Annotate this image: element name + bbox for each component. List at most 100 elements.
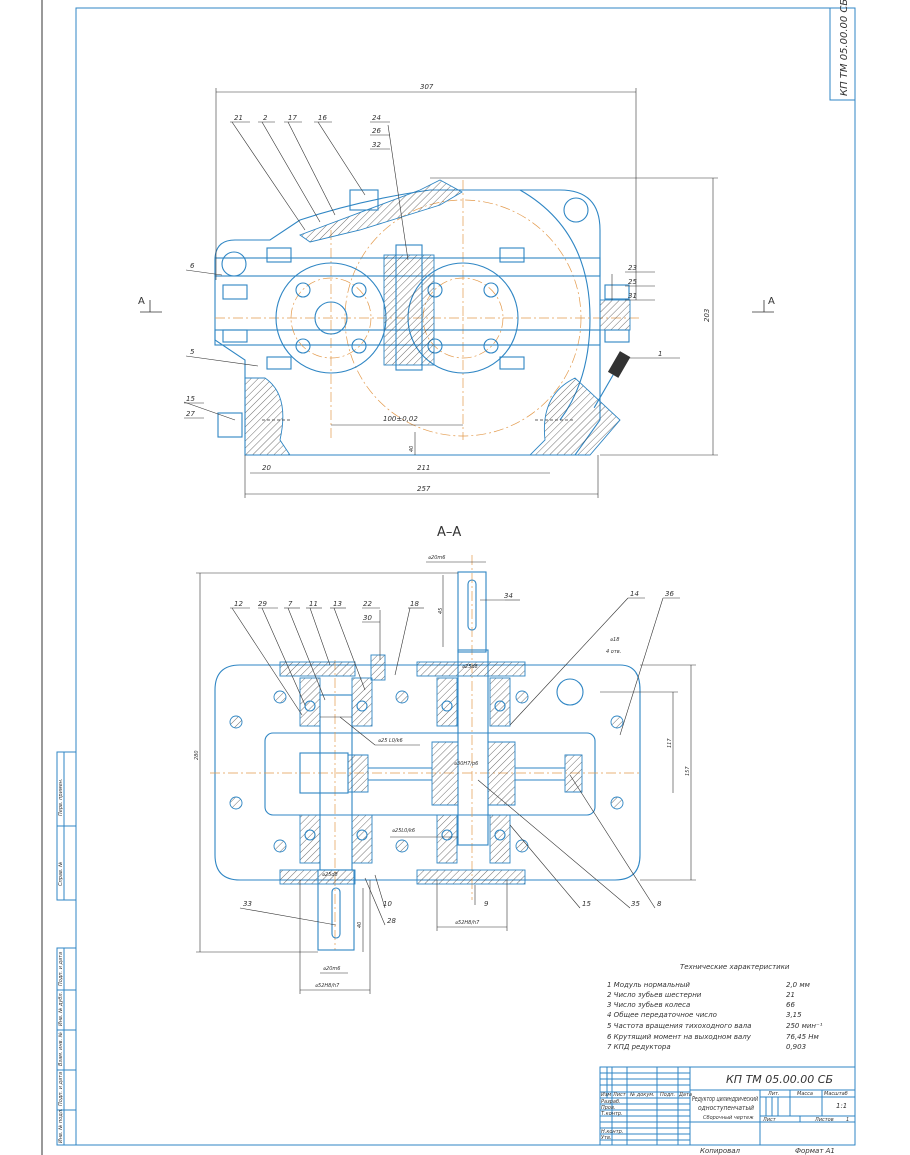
- callout: 16: [318, 114, 327, 122]
- bearing-cap-pinion: [275, 262, 387, 374]
- callout: 13: [333, 600, 342, 608]
- input-shaft-end: [317, 869, 355, 951]
- col-header: Изм: [601, 1092, 611, 1098]
- sheet-frame: [75, 7, 856, 1146]
- callout: 14: [630, 590, 639, 598]
- bolts: [222, 244, 631, 371]
- dim-height: 203: [703, 309, 711, 322]
- document-type: Сборочный чертеж: [703, 1115, 754, 1121]
- role-label: Утв.: [601, 1135, 612, 1141]
- sheets-label: Листов: [814, 1117, 834, 1123]
- dim-hole-dia: ⌀18: [610, 637, 619, 643]
- mass-label: Масса: [797, 1091, 813, 1097]
- callout: 15: [186, 395, 195, 403]
- spec-value: 21: [786, 991, 795, 999]
- callout: 23: [628, 264, 637, 272]
- scale-value: 1:1: [836, 1102, 847, 1110]
- dim-base-length: 257: [417, 485, 431, 493]
- callout: 27: [186, 410, 195, 418]
- dim-foot-offset: 20: [262, 464, 271, 472]
- sump-section-left: [244, 377, 291, 456]
- lit-label: Лит.: [767, 1091, 780, 1097]
- dim-foot-span: 211: [417, 464, 430, 472]
- dim-gear-fit: ⌀30H7/p6: [454, 761, 478, 767]
- sheet-stamp: КП ТМ 05.00.00 СБ: [829, 0, 856, 101]
- callout: 8: [657, 900, 662, 908]
- col-header: № докум.: [629, 1092, 655, 1098]
- callout: 12: [234, 600, 243, 608]
- col-header: Лист: [612, 1092, 627, 1098]
- dim-center-distance: 100±0,02: [383, 415, 418, 423]
- tech-specs-title: Технические характеристики: [680, 963, 790, 971]
- dim-output-shaft-dia: ⌀20m6: [428, 555, 445, 561]
- callout: 28: [387, 917, 396, 925]
- spec-label: 4 Общее передаточное число: [607, 1011, 717, 1019]
- callout: 21: [234, 114, 243, 122]
- callout: 1: [658, 350, 662, 358]
- callout: 26: [372, 127, 381, 135]
- sheets-value: 1: [846, 1117, 849, 1123]
- sheet-stamp-text: КП ТМ 05.00.00 СБ: [839, 0, 850, 96]
- copied-label: Копировал: [700, 1147, 741, 1155]
- side-stamp-label: Подп. и дата: [58, 952, 64, 986]
- lifting-eye-left: [221, 251, 247, 277]
- spec-value: 2,0 мм: [786, 981, 811, 989]
- output-shaft: [457, 649, 489, 846]
- dim-seal-fit-bottom: ⌀25d8: [322, 872, 338, 878]
- spec-value: 250 мин⁻¹: [786, 1022, 823, 1030]
- callout: 30: [363, 614, 372, 622]
- dim-117: 117: [667, 738, 673, 748]
- callout: 11: [309, 600, 318, 608]
- side-stamp: Перв. примен. Справ. № Подп. и дата Инв.…: [56, 751, 77, 1146]
- side-stamp-label: Инв. № подл.: [58, 1109, 64, 1144]
- dim-base-height: 40: [409, 446, 415, 452]
- section-mark-label: A: [138, 296, 145, 307]
- vent-plug: [349, 189, 379, 211]
- dim-input-shaft-dia: ⌀20m6: [323, 966, 340, 972]
- section-callouts: 12 29 7 11 13 22 30 18 34 14 36 9 15 35 …: [230, 590, 680, 926]
- dim-bearing-fit-2: ⌀25L0/k6: [392, 828, 415, 834]
- callout: 15: [582, 900, 591, 908]
- spec-value: 66: [786, 1001, 795, 1009]
- side-stamp-label: Инв. № дубл.: [58, 992, 64, 1026]
- spec-label: 7 КПД редуктора: [607, 1043, 671, 1051]
- callout: 5: [190, 348, 195, 356]
- callout: 17: [288, 114, 297, 122]
- callout: 36: [665, 590, 674, 598]
- callout: 29: [258, 600, 267, 608]
- section-dimensions: 280 ⌀20m6 45 ⌀25d8 ⌀18 4 отв. ⌀25 L0/k6 …: [194, 555, 696, 994]
- spec-value: 0,903: [786, 1043, 806, 1051]
- sheet-label: Лист: [762, 1117, 777, 1123]
- role-label: Разраб.: [601, 1099, 621, 1105]
- format-label: Формат А1: [795, 1147, 835, 1155]
- housing-outline: [214, 664, 641, 881]
- callout: 6: [190, 262, 195, 270]
- section-mark-label: A: [768, 296, 775, 307]
- output-shaft-end: [457, 571, 487, 653]
- callout: 25: [628, 278, 637, 286]
- designation: КП ТМ 05.00.00 СБ: [726, 1073, 833, 1086]
- callout: 33: [243, 900, 252, 908]
- dim-housing-fit-left: ⌀52H8/h7: [315, 983, 340, 989]
- dim-seal-fit-top: ⌀25d8: [462, 664, 478, 670]
- dim-housing-fit-right: ⌀52H8/h7: [455, 920, 480, 926]
- callout: 2: [263, 114, 268, 122]
- callout: 9: [484, 900, 489, 908]
- spec-label: 5 Частота вращения тихоходного вала: [607, 1022, 751, 1030]
- front-view-callouts: 21 2 17 16 24 26 32 6 5 15 27 23 25 31 1: [183, 114, 680, 421]
- dim-bearing-fit-1: ⌀25 L0/k6: [378, 738, 403, 744]
- key-34: [467, 579, 477, 631]
- callout: 35: [631, 900, 640, 908]
- scale-label: Масштаб: [824, 1091, 848, 1097]
- bearing-caps: [279, 661, 526, 885]
- spec-value: 76,45 Нм: [786, 1033, 820, 1041]
- section-title: A–A: [437, 525, 461, 540]
- section-mark-left: A: [138, 296, 162, 313]
- callout: 31: [628, 292, 637, 300]
- bearings: [299, 677, 511, 864]
- side-stamp-label: Взам. инв. №: [58, 1032, 64, 1066]
- callout: 24: [372, 114, 381, 122]
- role-label: Н.контр.: [601, 1129, 623, 1135]
- housing-bolts: [229, 654, 624, 853]
